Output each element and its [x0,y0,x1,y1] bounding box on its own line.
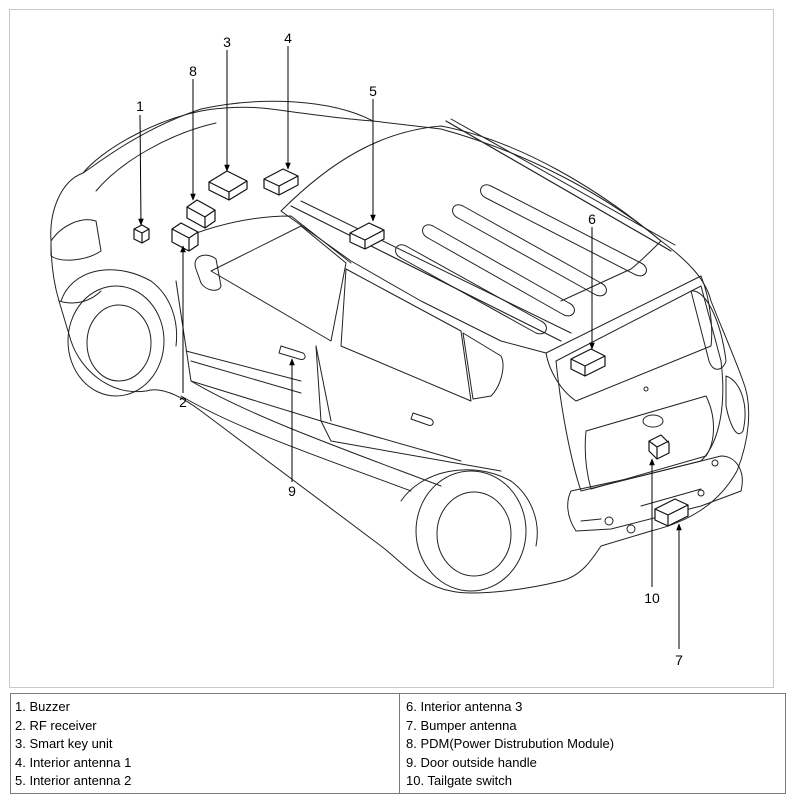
pdm-component [186,199,216,229]
callout-1: 1 [136,98,144,114]
legend-item: 10. Tailgate switch [406,773,512,789]
interior-antenna-2-component [349,222,385,250]
smart-key-unit-component [208,170,248,201]
legend-item: 8. PDM(Power Distrubution Module) [406,736,615,752]
callout-10: 10 [644,590,660,606]
components [133,168,689,527]
legend-item: 2. RF receiver [15,717,97,733]
callout-6: 6 [588,211,596,227]
leader-lines [138,46,682,649]
legend-column-left: 1. Buzzer 2. RF receiver 3. Smart key un… [11,694,399,793]
rf-receiver-component [171,222,199,252]
callout-8: 8 [189,63,197,79]
callout-7: 7 [675,652,683,668]
tailgate-switch-component [648,434,670,460]
legend-item: 1. Buzzer [15,699,70,714]
component-location-diagram: 1 2 3 4 5 6 7 8 9 10 [9,9,774,688]
bumper-antenna-component [654,498,689,527]
legend-item: 9. Door outside handle [406,754,537,770]
callout-labels: 1 2 3 4 5 6 7 8 9 10 [136,30,683,668]
legend-column-right: 6. Interior antenna 3 7. Bumper antenna … [399,694,785,793]
interior-antenna-3-component [570,348,606,377]
legend-item: 6. Interior antenna 3 [406,699,523,714]
callout-3: 3 [223,34,231,50]
callout-4: 4 [284,30,292,46]
interior-antenna-1-component [263,168,299,196]
legend-item: 3. Smart key unit [15,736,113,752]
legend-table: 1. Buzzer 2. RF receiver 3. Smart key un… [10,693,786,794]
vehicle-drawing [50,100,750,594]
buzzer-component [133,224,150,244]
legend-item: 7. Bumper antenna [406,717,517,733]
callout-2: 2 [179,394,187,410]
callout-9: 9 [288,483,296,499]
legend-item: 5. Interior antenna 2 [15,773,132,789]
callout-5: 5 [369,83,377,99]
legend-item: 4. Interior antenna 1 [15,754,132,770]
